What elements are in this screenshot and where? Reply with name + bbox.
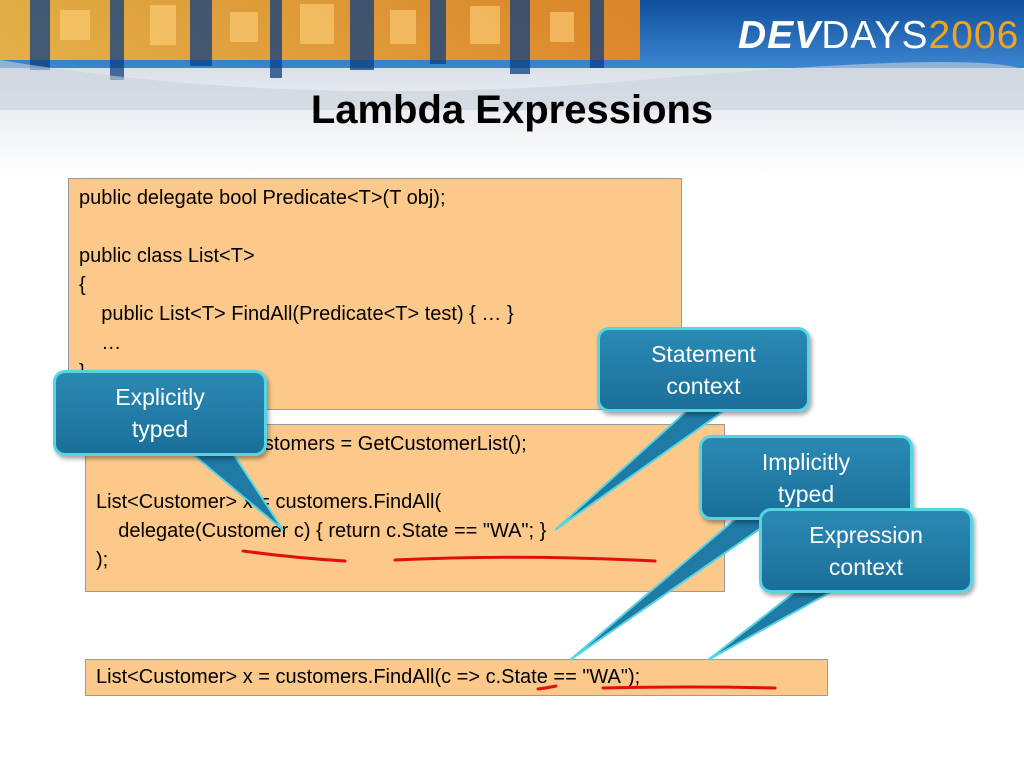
header-banner: DEVDAYS2006 [0, 0, 1024, 175]
code-line: public List<T> FindAll(Predicate<T> test… [79, 303, 514, 325]
devdays-logo: DEVDAYS2006 [738, 14, 1019, 58]
slide-title: Lambda Expressions [310, 88, 714, 132]
callout-text: typed [131, 416, 189, 442]
banner-graphic [0, 0, 1024, 110]
callout-text: Expression [809, 522, 923, 548]
code-line: List<Customer> x = customers.FindAll(c =… [96, 666, 641, 688]
callout-statement-context: Statement context [597, 327, 810, 412]
logo-days: DAYS [821, 14, 929, 57]
callout-expression-context: Expression context [759, 508, 973, 593]
code-line: List<Customer> x = customers.FindAll( [96, 491, 442, 513]
code-line: ); [96, 549, 109, 571]
callout-text: context [828, 554, 904, 580]
callout-pointer-expression [707, 587, 842, 661]
code-line [79, 213, 671, 242]
callout-text: typed [777, 481, 835, 507]
code-line: … [79, 332, 122, 354]
callout-text: context [666, 373, 741, 399]
code-line: { [79, 274, 86, 296]
callout-explicitly-typed: Explicitly typed [53, 370, 267, 456]
logo-dev: DEV [738, 14, 822, 57]
callout-text: Statement [651, 341, 756, 367]
callout-implicitly-typed: Implicitly typed [699, 435, 913, 520]
code-box-lambda: List<Customer> x = customers.FindAll(c =… [85, 659, 828, 696]
callout-text: Explicitly [115, 384, 205, 410]
callout-text: Implicitly [761, 449, 851, 475]
code-line: public class List<T> [79, 245, 255, 267]
code-line: delegate(Customer c) { return c.State ==… [96, 520, 547, 542]
code-line: public delegate bool Predicate<T>(T obj)… [79, 187, 446, 209]
logo-year: 2006 [928, 14, 1020, 57]
code-line [96, 459, 714, 488]
